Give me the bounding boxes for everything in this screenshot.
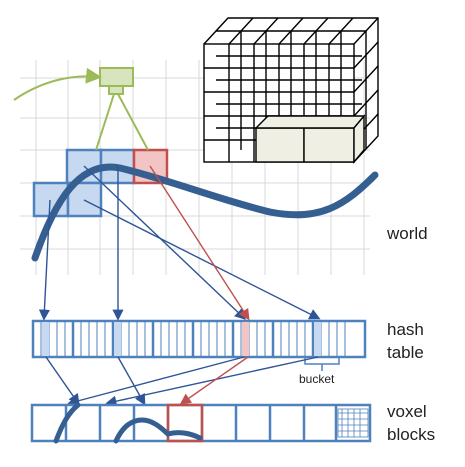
hash-table-label-line2: table [387, 343, 424, 362]
world-to-hash-arrows [38, 165, 321, 321]
world-label: world [387, 224, 428, 243]
hash-table-filled-entries [42, 322, 321, 356]
arrow [117, 356, 146, 406]
arrow [83, 165, 247, 320]
voxel-blocks-label-line2: blocks [387, 425, 436, 444]
voxel-blocks-array [30, 402, 372, 444]
hash-table-label-line1: hash [387, 320, 424, 339]
hash-table [31, 319, 367, 371]
voxel-block-detail-grid [337, 408, 369, 438]
camera-icon [13, 67, 149, 151]
arrow [45, 356, 80, 406]
voxel-block-highlighted [166, 403, 204, 443]
hash-table-bucket-separators [71, 321, 315, 357]
bucket-label: bucket [299, 372, 335, 386]
arrow [105, 356, 319, 407]
arrow [38, 199, 51, 321]
voxel-grid-3d-filled-blocks [254, 114, 366, 164]
voxel-blocks-label-line1: voxel [387, 402, 427, 421]
surface-curve [31, 163, 379, 262]
voxel-surface-segments [53, 402, 203, 444]
arrow [83, 199, 321, 320]
arrow-highlighted [149, 165, 250, 321]
arrow-highlighted [179, 356, 249, 405]
hash-to-voxel-arrows [45, 356, 319, 407]
arrow [67, 356, 245, 407]
